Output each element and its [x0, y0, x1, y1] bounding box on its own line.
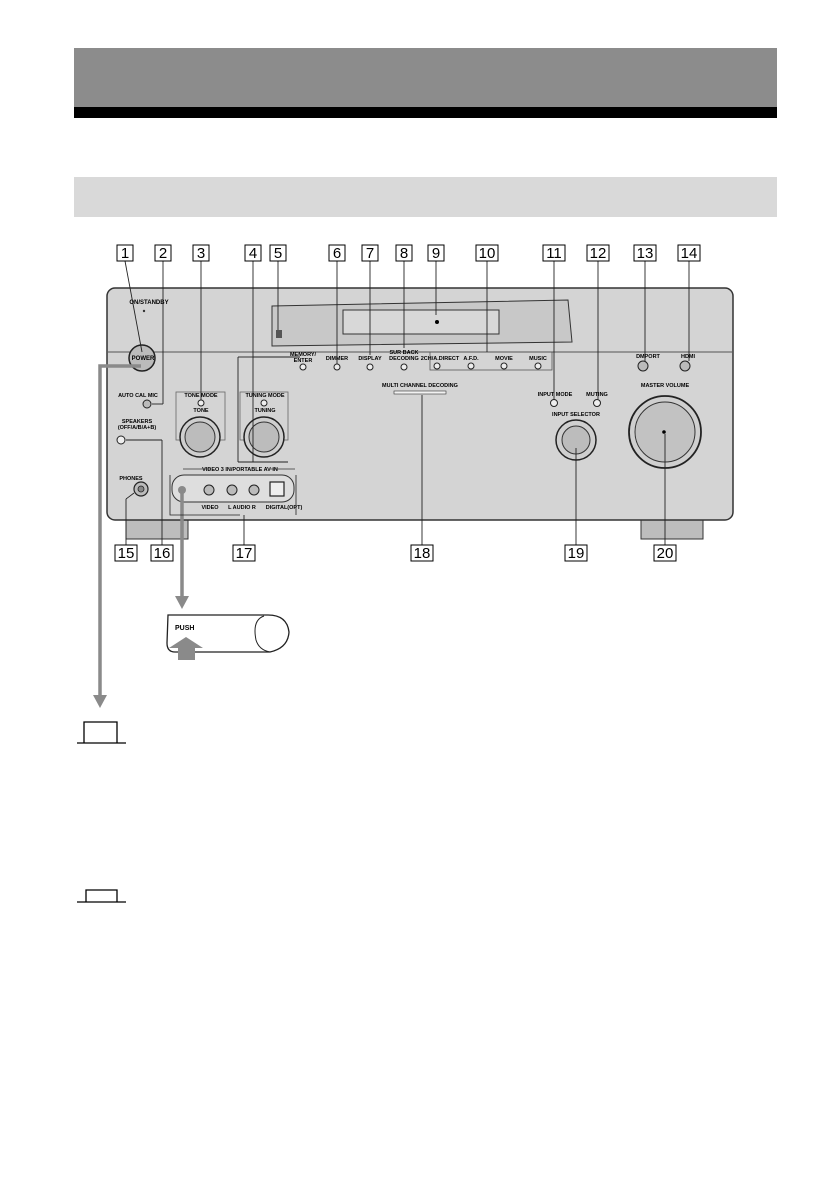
tuning-mode-button[interactable] — [260, 399, 268, 407]
callout-8: 8 — [400, 245, 408, 262]
callout-14: 14 — [681, 245, 698, 262]
auto-cal-mic-jack[interactable] — [142, 399, 152, 409]
callout-12: 12 — [590, 245, 607, 262]
callout-9: 9 — [432, 245, 440, 262]
callout-19: 19 — [568, 545, 585, 562]
two-ch-direct-button[interactable] — [433, 362, 441, 370]
video-label: VIDEO — [201, 505, 219, 511]
sur-back-label-1: SUR BACK — [389, 350, 418, 356]
sur-back-label-2: DECODING — [389, 356, 419, 362]
dimmer-button[interactable] — [333, 363, 341, 371]
muting-label: MUTING — [586, 392, 608, 398]
audio-label: L AUDIO R — [228, 505, 256, 511]
music-label: MUSIC — [529, 356, 547, 362]
phones-label: PHONES — [119, 476, 143, 482]
afd-button[interactable] — [467, 362, 475, 370]
tone-label: TONE — [193, 408, 209, 414]
hdmi-jack[interactable] — [679, 360, 691, 372]
display-panel — [342, 309, 500, 335]
tuning-mode-label: TUNING MODE — [245, 393, 284, 399]
speakers-button[interactable] — [116, 435, 126, 445]
movie-label: MOVIE — [495, 356, 513, 362]
tone-knob[interactable] — [184, 421, 216, 453]
callout-6: 6 — [333, 245, 341, 262]
video-jack[interactable] — [203, 484, 215, 496]
music-button[interactable] — [534, 362, 542, 370]
display-label: DISPLAY — [358, 356, 382, 362]
callout-4: 4 — [249, 245, 257, 262]
sur-back-decoding-button[interactable] — [400, 363, 408, 371]
callout-1: 1 — [121, 245, 129, 262]
remote-sensor — [276, 330, 282, 338]
on-standby-label: ON/STANDBY — [129, 300, 168, 306]
speakers-label-1: SPEAKERS — [122, 419, 153, 425]
muting-button[interactable] — [593, 399, 601, 407]
digital-opt-label: DIGITAL(OPT) — [266, 505, 303, 511]
tuning-knob[interactable] — [248, 421, 280, 453]
callout-13: 13 — [637, 245, 654, 262]
multi-channel-decoding-label: MULTI CHANNEL DECODING — [382, 383, 458, 389]
callout-10: 10 — [479, 245, 496, 262]
push-arrow — [169, 637, 203, 648]
callout-5: 5 — [274, 245, 282, 262]
tone-mode-button[interactable] — [197, 399, 205, 407]
input-selector-label: INPUT SELECTOR — [552, 412, 600, 418]
movie-button[interactable] — [500, 362, 508, 370]
power-label: POWER — [132, 356, 155, 362]
master-volume-label: MASTER VOLUME — [641, 383, 690, 389]
callout-2: 2 — [159, 245, 167, 262]
power-pointer-line — [98, 364, 141, 697]
optical-jack[interactable] — [269, 481, 285, 497]
push-door — [166, 614, 290, 653]
audio-r-jack[interactable] — [248, 484, 260, 496]
hdmi-label: HDMI — [681, 354, 696, 360]
reference-box-1 — [77, 721, 126, 744]
title-band — [74, 48, 777, 108]
memory-enter-button[interactable] — [299, 363, 307, 371]
tuning-label: TUNING — [254, 408, 275, 414]
input-mode-button[interactable] — [550, 399, 558, 407]
dmport-label: DMPORT — [636, 354, 660, 360]
callout-numbers-bottom: 15 16 17 18 19 20 — [114, 544, 677, 562]
reference-box-2 — [77, 889, 126, 903]
afd-label: A.F.D. — [463, 356, 479, 362]
input-mode-label: INPUT MODE — [538, 392, 573, 398]
dmport-jack[interactable] — [637, 360, 649, 372]
title-rule — [74, 107, 777, 118]
callout-11: 11 — [546, 245, 562, 262]
callout-leaders — [124, 260, 690, 545]
power-pointer-arrowhead — [93, 695, 107, 708]
callout-16: 16 — [154, 545, 171, 562]
callout-18: 18 — [414, 545, 431, 562]
callout-15: 15 — [118, 545, 135, 562]
display-button[interactable] — [366, 363, 374, 371]
video3-in-label: VIDEO 3 IN/PORTABLE AV IN — [202, 467, 278, 473]
audio-l-jack[interactable] — [226, 484, 238, 496]
memory-enter-label-2: ENTER — [294, 358, 313, 364]
callout-3: 3 — [197, 245, 205, 262]
multi-channel-indicator — [393, 390, 447, 395]
two-ch-direct-label: 2CH/A.DIRECT — [421, 356, 460, 362]
auto-cal-mic-label: AUTO CAL MIC — [118, 393, 158, 399]
door-pointer-arrowhead — [175, 596, 189, 609]
speakers-label-2: (OFF/A/B/A+B) — [118, 425, 157, 431]
push-label: PUSH — [175, 625, 194, 632]
memory-enter-label-1: MEMORY/ — [290, 352, 317, 358]
callout-numbers-top: 1 2 3 4 5 6 7 8 9 10 11 12 13 14 — [116, 244, 701, 262]
callout-17: 17 — [236, 545, 253, 562]
callout-7: 7 — [366, 245, 374, 262]
section-heading-band — [74, 177, 777, 217]
callout-20: 20 — [657, 545, 674, 562]
